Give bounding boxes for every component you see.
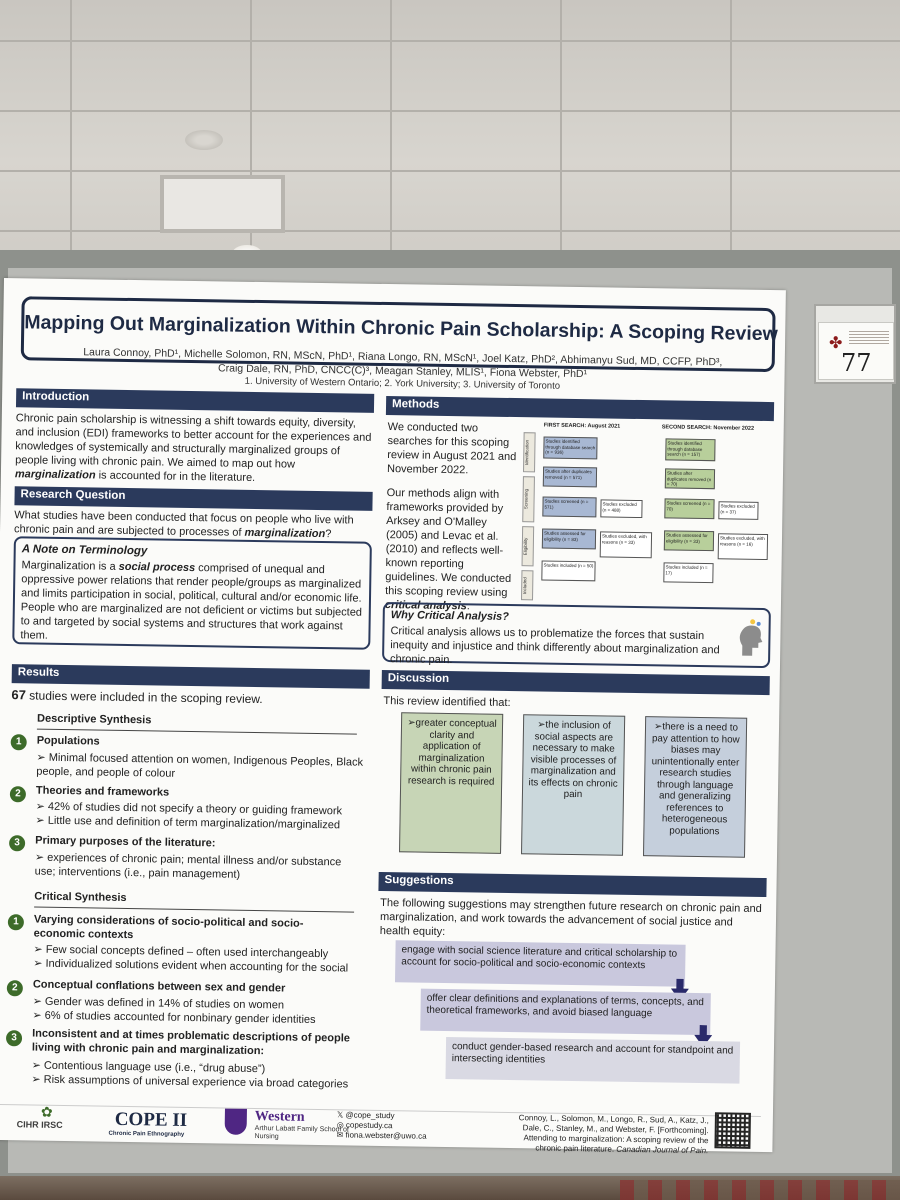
discussion-box-2: ➢the inclusion of social aspects are nec…	[521, 714, 626, 856]
introduction-text: Chronic pain scholarship is witnessing a…	[14, 412, 372, 484]
sprinkler	[185, 130, 223, 150]
discussion-heading: Discussion	[381, 669, 770, 696]
second-excluded: Studies excluded (n = 37)	[718, 501, 759, 520]
suggestion-3: conduct gender-based research and accoun…	[445, 1037, 741, 1084]
maple-leaf-icon: ✤	[829, 335, 843, 352]
first-search-title: FIRST SEARCH: August 2021	[543, 422, 621, 430]
discussion-box-1: ➢greater conceptual clarity and applicat…	[399, 712, 504, 854]
stage-eligibility: Eligibility	[521, 526, 535, 567]
board-number-card: ✤ 77	[818, 322, 894, 380]
second-search-title: SECOND SEARCH: November 2022	[661, 424, 755, 432]
suggestions-heading: Suggestions	[378, 871, 767, 898]
critical-analysis-heading: Why Critical Analysis?	[390, 609, 510, 623]
first-excluded: Studies excluded (n = 488)	[600, 499, 643, 519]
first-excluded-reasons: Studies excluded, with reasons (n = 33)	[599, 531, 653, 559]
second-excluded-reasons: Studies excluded, with reasons (n = 16)	[717, 533, 769, 561]
cihr-logo-text: CIHR IRSC	[16, 1119, 63, 1131]
stage-included: Included	[521, 570, 534, 601]
citation: Connoy, L., Solomon, M., Longo, R., Sud,…	[518, 1113, 709, 1156]
second-identified: Studies identified through database sear…	[665, 438, 716, 462]
descriptive-bullet-3-1: ➢ experiences of chronic pain; mental il…	[34, 851, 342, 881]
methods-text: We conducted two searches for this scopi…	[384, 421, 517, 613]
email-link[interactable]: ✉ fiona.webster@uwo.ca	[336, 1130, 427, 1141]
critical-num-3: 3	[5, 1030, 23, 1047]
stage-identification: Identification	[523, 432, 536, 473]
descriptive-title-3: Primary purposes of the literature:	[35, 834, 216, 850]
critical-title-3: Inconsistent and at times problematic de…	[31, 1027, 351, 1058]
suggestion-1: engage with social science literature an…	[394, 940, 686, 987]
critical-title-2: Conceptual conflations between sex and g…	[32, 978, 286, 995]
cope-logo: COPE II	[114, 1108, 188, 1131]
second-included: Studies included (n = 17)	[663, 562, 714, 584]
air-vent	[160, 175, 285, 233]
first-identified: Studies identified through database sear…	[543, 436, 598, 460]
ceiling	[0, 0, 900, 270]
terminology-text: Marginalization is a social process comp…	[20, 559, 363, 642]
suggestion-2: offer clear definitions and explanations…	[420, 988, 711, 1036]
carpet-pattern	[620, 1180, 900, 1200]
western-logo: Western	[254, 1109, 305, 1125]
org-logo	[849, 331, 889, 345]
critical-num-2: 2	[6, 980, 23, 997]
descriptive-num-1: 1	[10, 734, 27, 751]
critical-num-1: 1	[7, 914, 25, 931]
second-screened: Studies screened (n = 70)	[664, 498, 715, 520]
first-assessed: Studies assessed for eligibility (n = 83…	[541, 528, 597, 550]
introduction-heading: Introduction	[15, 388, 375, 413]
cope-subtitle: Chronic Pain Ethnography	[108, 1130, 185, 1138]
contact-info: 𝕏 @cope_study ◎ copestudy.ca ✉ fiona.web…	[336, 1110, 427, 1141]
descriptive-title-1: Populations	[36, 734, 100, 748]
western-crest-icon	[224, 1108, 247, 1135]
descriptive-num-3: 3	[8, 835, 26, 852]
second-assessed: Studies assessed for eligibility (n = 33…	[663, 530, 715, 552]
qr-code[interactable]	[714, 1112, 751, 1149]
research-question-heading: Research Question	[14, 486, 373, 511]
descriptive-num-2: 2	[9, 786, 27, 803]
first-included: Studies included (n = 50)	[541, 560, 596, 582]
critical-analysis-text: Critical analysis allows us to problemat…	[389, 625, 720, 667]
stage-screening: Screening	[522, 476, 535, 523]
descriptive-bullet-1-1: ➢ Minimal focused attention on women, In…	[36, 751, 364, 780]
head-thinking-icon	[736, 618, 765, 658]
results-heading: Results	[11, 664, 370, 689]
first-after-duplicates: Studies after duplicates removed (n = 57…	[542, 466, 598, 488]
board-number: 77	[841, 349, 872, 377]
cihr-leaf-icon: ✿	[40, 1103, 53, 1120]
discussion-intro: This review identified that:	[383, 695, 511, 710]
first-screened: Studies screened (n = 571)	[542, 496, 597, 518]
results-count-line: 67 studies were included in the scoping …	[11, 687, 263, 707]
critical-title-1: Varying considerations of socio-politica…	[33, 913, 304, 942]
second-after-duplicates: Studies after duplicates removed (n = 70…	[664, 468, 716, 490]
poster-title: Mapping Out Marginalization Within Chron…	[24, 311, 778, 346]
critical-synthesis-heading: Critical Synthesis	[34, 890, 127, 905]
terminology-note: A Note on Terminology Marginalization is…	[12, 536, 372, 650]
suggestions-intro: The following suggestions may strengthen…	[379, 896, 762, 939]
poster: Mapping Out Marginalization Within Chron…	[0, 278, 786, 1155]
methods-heading: Methods	[385, 396, 775, 422]
descriptive-title-2: Theories and frameworks	[35, 784, 170, 799]
descriptive-synthesis-heading: Descriptive Synthesis	[36, 712, 152, 727]
critical-analysis-box: Why Critical Analysis? Critical analysis…	[382, 601, 771, 669]
prisma-flowchart: FIRST SEARCH: August 2021 SECOND SEARCH:…	[521, 422, 774, 606]
discussion-box-3: ➢there is a need to pay attention to how…	[642, 716, 748, 858]
